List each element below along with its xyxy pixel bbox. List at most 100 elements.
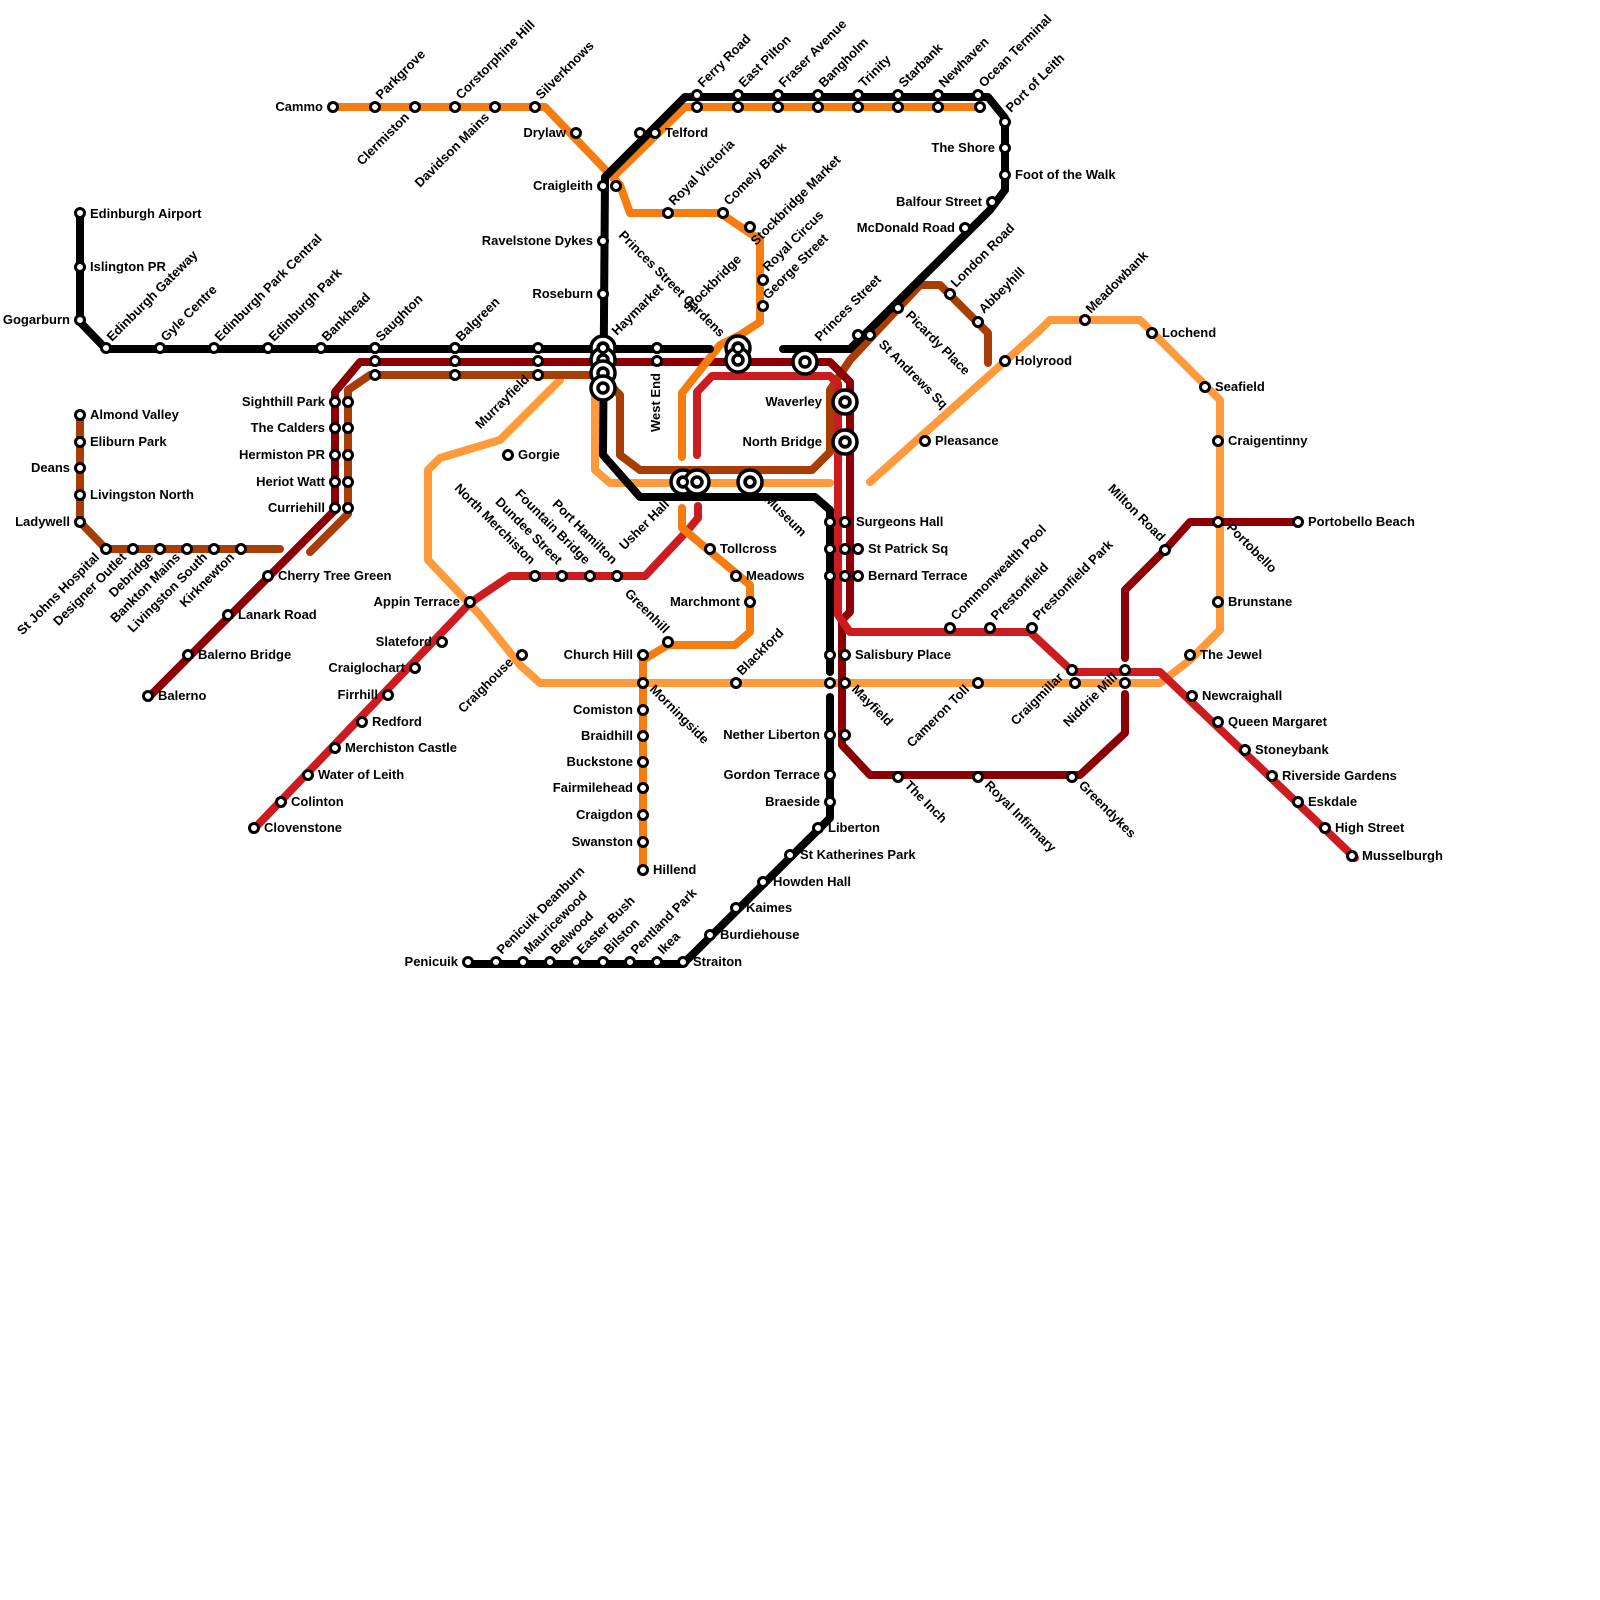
station-marker-brunstane[interactable] xyxy=(1214,598,1223,607)
station-marker-musselburgh[interactable] xyxy=(1348,852,1357,861)
station-marker-hermiston-pr[interactable] xyxy=(331,451,340,460)
station-marker-portobello[interactable] xyxy=(1214,518,1223,527)
station-marker-livingston-south[interactable] xyxy=(210,545,219,554)
station-marker-drylaw[interactable] xyxy=(572,129,581,138)
station-marker-eliburn-park[interactable] xyxy=(76,438,85,447)
station-marker-debridge[interactable] xyxy=(156,545,165,554)
station-marker-howden-hall[interactable] xyxy=(759,878,768,887)
station-marker-appin-terrace[interactable] xyxy=(466,598,475,607)
station-marker-high-street[interactable] xyxy=(1321,824,1330,833)
station-marker-ferry-road[interactable] xyxy=(693,91,702,100)
station-marker-royal-victoria[interactable] xyxy=(664,209,673,218)
station-marker-port-of-leith[interactable] xyxy=(1001,118,1010,127)
station-marker-hillend[interactable] xyxy=(639,866,648,875)
station-marker-bankhead[interactable] xyxy=(317,344,326,353)
station-marker-edinburgh-park[interactable] xyxy=(264,344,273,353)
station-marker[interactable] xyxy=(826,651,835,660)
station-marker-penicuik[interactable] xyxy=(464,958,473,967)
station-marker-edinburgh-gateway[interactable] xyxy=(102,344,111,353)
station-marker-morningside[interactable] xyxy=(639,679,648,688)
station-marker-usher-hall[interactable] xyxy=(679,478,688,487)
station-marker-balerno[interactable] xyxy=(144,692,153,701)
station-marker-balfour-street[interactable] xyxy=(988,198,997,207)
station-marker-commonwealth-pool[interactable] xyxy=(946,624,955,633)
station-marker-braeside[interactable] xyxy=(826,798,835,807)
station-marker-stoneybank[interactable] xyxy=(1241,746,1250,755)
station-marker-the-inch[interactable] xyxy=(894,773,903,782)
station-marker-craiglochart[interactable] xyxy=(411,664,420,673)
interchange-hub[interactable] xyxy=(793,350,817,374)
station-marker-curriehill[interactable] xyxy=(331,504,340,513)
station-marker-blackford[interactable] xyxy=(732,679,741,688)
station-marker-portobello-beach[interactable] xyxy=(1294,518,1303,527)
station-marker-east-pilton[interactable] xyxy=(734,91,743,100)
station-marker-princes-street-gardens[interactable] xyxy=(599,344,608,353)
station-marker-greenhill[interactable] xyxy=(664,638,673,647)
station-marker[interactable] xyxy=(693,103,702,112)
station-marker-church-hill[interactable] xyxy=(639,651,648,660)
station-marker[interactable] xyxy=(534,344,543,353)
station-marker-ravelstone-dykes[interactable] xyxy=(599,237,608,246)
station-marker-fraser-avenue[interactable] xyxy=(774,91,783,100)
station-marker[interactable] xyxy=(826,679,835,688)
station-marker-deans[interactable] xyxy=(76,464,85,473)
station-marker-corstorphine-hill[interactable] xyxy=(451,103,460,112)
station-marker-colinton[interactable] xyxy=(277,798,286,807)
station-marker[interactable] xyxy=(814,103,823,112)
station-marker-waverley[interactable] xyxy=(841,398,850,407)
station-marker-bankton-mains[interactable] xyxy=(183,545,192,554)
station-marker-buckstone[interactable] xyxy=(639,758,648,767)
station-marker[interactable] xyxy=(344,451,353,460)
station-marker-mayfield[interactable] xyxy=(841,679,850,688)
station-marker-redford[interactable] xyxy=(358,718,367,727)
station-marker-kaimes[interactable] xyxy=(732,904,741,913)
station-marker-the-shore[interactable] xyxy=(1001,144,1010,153)
station-marker-foot-of-the-walk[interactable] xyxy=(1001,171,1010,180)
station-marker-murrayfield[interactable] xyxy=(534,371,543,380)
station-marker[interactable] xyxy=(976,103,985,112)
station-marker-livingston-north[interactable] xyxy=(76,491,85,500)
station-marker-cameron-toll[interactable] xyxy=(974,679,983,688)
station-marker-craigleith[interactable] xyxy=(599,182,608,191)
station-marker-saughton[interactable] xyxy=(371,344,380,353)
station-marker-picardy-place[interactable] xyxy=(894,304,903,313)
station-marker-niddrie-mill[interactable] xyxy=(1121,666,1130,675)
station-marker-balgreen[interactable] xyxy=(451,344,460,353)
station-marker-davidson-mains[interactable] xyxy=(491,103,500,112)
station-marker-telford[interactable] xyxy=(651,129,660,138)
station-marker[interactable] xyxy=(734,103,743,112)
station-marker[interactable] xyxy=(826,545,835,554)
station-marker-gorgie[interactable] xyxy=(504,451,513,460)
station-marker-liberton[interactable] xyxy=(814,824,823,833)
station-marker-west-end[interactable] xyxy=(653,344,662,353)
station-marker-newcraighall[interactable] xyxy=(1188,692,1197,701)
station-marker-royal-infirmary[interactable] xyxy=(974,773,983,782)
station-marker-the-calders[interactable] xyxy=(331,424,340,433)
station-marker-firrhill[interactable] xyxy=(384,691,393,700)
station-marker-gogarburn[interactable] xyxy=(76,316,85,325)
station-marker[interactable] xyxy=(451,371,460,380)
station-marker-greendykes[interactable] xyxy=(1068,773,1077,782)
station-marker[interactable] xyxy=(344,424,353,433)
station-marker-surgeons-hall[interactable] xyxy=(841,518,850,527)
station-marker-ocean-terminal[interactable] xyxy=(974,91,983,100)
station-marker-stockbridge[interactable] xyxy=(734,344,743,353)
station-marker-north-bridge[interactable] xyxy=(841,438,850,447)
interchange-hub[interactable] xyxy=(591,376,615,400)
station-marker-penicuik-deanburn[interactable] xyxy=(492,958,501,967)
station-marker-fountain-bridge[interactable] xyxy=(586,572,595,581)
station-marker-merchiston-castle[interactable] xyxy=(331,744,340,753)
station-marker-starbank[interactable] xyxy=(894,91,903,100)
station-marker-port-hamilton[interactable] xyxy=(613,572,622,581)
station-marker-slateford[interactable] xyxy=(438,638,447,647)
station-marker-st-katherines-park[interactable] xyxy=(786,851,795,860)
station-marker-designer-outlet[interactable] xyxy=(129,545,138,554)
station-marker-ikea[interactable] xyxy=(653,958,662,967)
station-marker-queen-margaret[interactable] xyxy=(1214,718,1223,727)
station-marker-riverside-gardens[interactable] xyxy=(1268,772,1277,781)
station-marker-eskdale[interactable] xyxy=(1294,798,1303,807)
station-marker-prestonfield[interactable] xyxy=(986,624,995,633)
station-marker-edinburgh-park-central[interactable] xyxy=(210,344,219,353)
station-marker[interactable] xyxy=(934,103,943,112)
station-marker-cherry-tree-green[interactable] xyxy=(264,572,273,581)
